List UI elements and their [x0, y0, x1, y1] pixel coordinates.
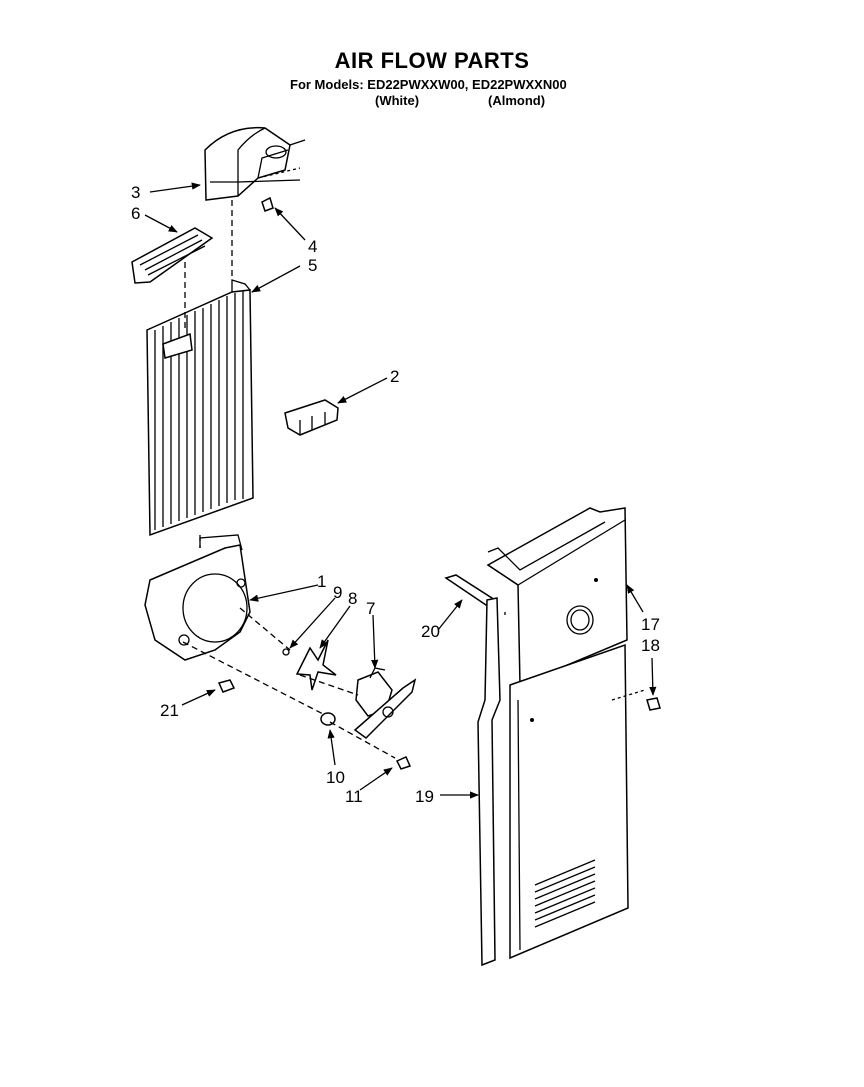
- back-panel-part-17: [509, 643, 629, 960]
- fan-motor-part-7: [353, 667, 417, 739]
- models-line: For Models: ED22PWXXW00, ED22PWXXN00: [290, 77, 567, 92]
- callout-6: 6: [131, 204, 140, 223]
- duct-panel-part-17: [486, 507, 628, 687]
- callout-20: 20: [421, 622, 440, 641]
- callout-arrows: [144, 182, 657, 799]
- callout-labels: 3 6 4 5 2 1 9 8 7 21 10 11 20 19 17 18: [131, 183, 660, 806]
- fan-shroud-part-1: [144, 534, 251, 661]
- screw-part-21: [217, 679, 236, 693]
- evaporator-cover-part-5: [146, 279, 254, 537]
- callout-2: 2: [390, 367, 399, 386]
- callout-10: 10: [326, 768, 345, 787]
- callout-18: 18: [641, 636, 660, 655]
- strip-part-19: [477, 597, 501, 967]
- callout-8: 8: [348, 589, 357, 608]
- screw-part-4: [261, 196, 274, 212]
- variant-almond-label: (Almond): [488, 93, 546, 108]
- callout-21: 21: [160, 701, 179, 720]
- callout-1: 1: [317, 572, 326, 591]
- grommet-part-10: [320, 712, 336, 726]
- variant-white-label: (White): [375, 93, 420, 108]
- callout-17: 17: [641, 615, 660, 634]
- damper-part-2: [284, 399, 339, 436]
- callout-9: 9: [333, 583, 342, 602]
- screw-part-18: [646, 697, 661, 711]
- air-duct-part: [204, 126, 306, 201]
- assembly-lines: [182, 167, 396, 759]
- callout-7: 7: [366, 599, 375, 618]
- fan-blade-part-8: [282, 639, 337, 691]
- screw-part-11: [395, 756, 412, 770]
- callout-11: 11: [345, 787, 363, 806]
- grille-part-6: [131, 227, 214, 284]
- diagram-title: AIR FLOW PARTS: [334, 48, 530, 73]
- callout-5: 5: [308, 256, 317, 275]
- callout-3: 3: [131, 183, 140, 202]
- callout-4: 4: [308, 237, 317, 256]
- callout-19: 19: [415, 787, 434, 806]
